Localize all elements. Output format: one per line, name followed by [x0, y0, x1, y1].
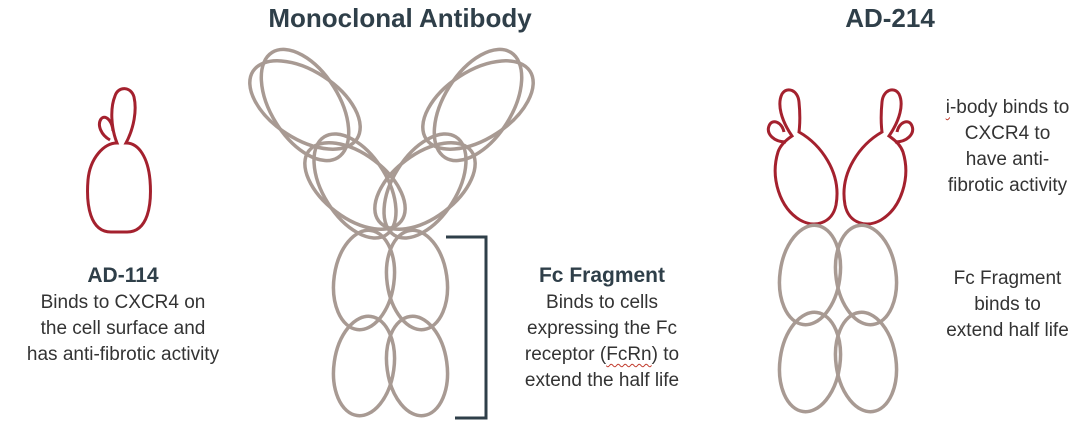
ibody-note-line1-rest: -body binds to — [950, 97, 1069, 118]
ad214-fc-region — [773, 221, 902, 415]
ad214-title: AD-214 — [790, 2, 990, 34]
fcrn-term: FcRn — [606, 344, 651, 365]
ad214-ibody-pair — [768, 90, 912, 224]
ad214-left-side-loop — [768, 122, 786, 142]
fc-fragment-line3-post: ) to — [652, 344, 679, 365]
monoclonal-antibody-title: Monoclonal Antibody — [230, 2, 570, 34]
ad114-line: Binds to CXCR4 on — [0, 290, 246, 316]
ad114-title: AD-114 — [0, 262, 246, 290]
ad214-right-side-loop — [895, 122, 913, 142]
fc-note-line: binds to — [925, 292, 1090, 318]
ad114-description: AD-114 Binds to CXCR4 on the cell surfac… — [0, 262, 246, 368]
ibody-note-line: i-body binds to — [925, 95, 1090, 121]
ibody-note: i-body binds to CXCR4 to have anti- fibr… — [925, 95, 1090, 199]
fc-note-line: Fc Fragment — [925, 266, 1090, 292]
fc-note: Fc Fragment binds to extend half life — [925, 266, 1090, 344]
ad114-side-loop — [99, 117, 113, 140]
fc-fragment-line: expressing the Fc — [492, 316, 712, 342]
ad114-line: the cell surface and — [0, 316, 246, 342]
fc-fragment-line: receptor (FcRn) to — [492, 342, 712, 368]
antibody-fab-arms — [234, 34, 548, 252]
fab-right-outer-ellipse-2 — [416, 34, 539, 175]
fab-left-inner-ellipse-2 — [297, 120, 413, 252]
fc-fragment-line: Binds to cells — [492, 290, 712, 316]
fc-note-line: extend half life — [925, 318, 1090, 344]
fc-bracket — [446, 237, 486, 418]
fc-fragment-line: extend the half life — [492, 368, 712, 394]
ibody-note-line: fibrotic activity — [925, 173, 1090, 199]
fc-fragment-description: Fc Fragment Binds to cells expressing th… — [492, 262, 712, 394]
ibody-note-line: CXCR4 to — [925, 121, 1090, 147]
ad114-ibody-shape — [88, 89, 151, 232]
ad214-right-ibody-shape — [844, 90, 906, 224]
ibody-note-line: have anti- — [925, 147, 1090, 173]
ad214-left-ibody-shape — [775, 90, 837, 224]
fc-fragment-title: Fc Fragment — [492, 262, 712, 290]
ad114-line: has anti-fibrotic activity — [0, 342, 246, 368]
fc-fragment-line3-pre: receptor ( — [525, 344, 606, 365]
antibody-fc-region — [327, 226, 453, 419]
